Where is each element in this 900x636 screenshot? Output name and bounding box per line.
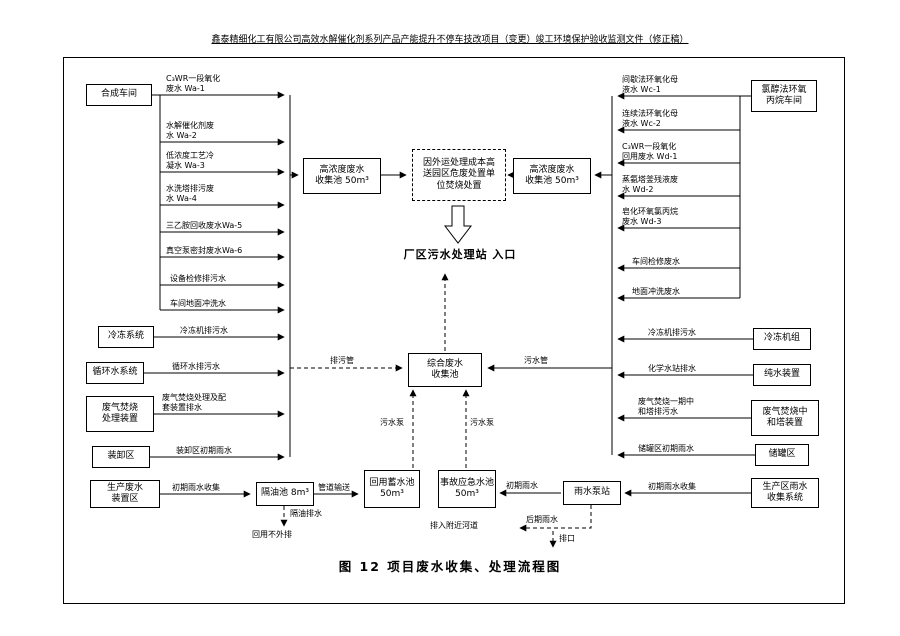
stream-label: 水洗塔排污废 水 Wa-4	[166, 184, 214, 204]
box-tank-farm: 储罐区	[755, 444, 809, 466]
box-high-conc-pool-right: 高浓度废水 收集池 50m³	[513, 158, 591, 194]
page-border	[63, 57, 845, 604]
box-high-conc-pool-left: 高浓度废水 收集池 50m³	[303, 158, 381, 194]
box-production-area: 生产废水 装置区	[90, 480, 160, 508]
pipe-label: 污水泵	[380, 418, 404, 427]
stream-label: 装卸区初期雨水	[176, 446, 232, 455]
stream-label: 回用不外排	[252, 530, 292, 539]
stream-label: 废气焚烧一期中 和塔排污水	[638, 397, 694, 417]
box-offsite-disposal-note: 因外运处理成本高 送园区危废处置单 位焚烧处置	[412, 149, 506, 201]
stream-label: 循环水排污水	[172, 362, 220, 371]
stream-label: 初期雨水收集	[172, 483, 220, 492]
stream-label: 皂化环氧氯丙烷 废水 Wd-3	[622, 207, 678, 227]
stream-label: 初期雨水	[506, 481, 538, 490]
box-rain-collection-system: 生产区雨水 收集系统	[751, 478, 819, 508]
stream-label: C₃WR一段氧化 回用废水 Wd-1	[622, 142, 678, 162]
stream-label: C₃WR一段氧化 废水 Wa-1	[166, 74, 221, 94]
box-reuse-pool: 回用蓄水池 50m³	[364, 470, 420, 508]
stream-label: 真空泵密封废水Wa-6	[166, 246, 243, 255]
box-epoxy-workshop: 氯醇法环氧 丙烷车间	[751, 80, 817, 112]
stream-label: 地面冲洗废水	[632, 287, 680, 296]
stream-label: 三乙胺回收废水Wa-5	[166, 221, 243, 230]
figure-title: 图 12 项目废水收集、处理流程图	[338, 559, 562, 574]
document-header: 鑫泰精细化工有限公司高效水解催化剂系列产品产能提升不停车技改项目（变更）竣工环境…	[0, 32, 900, 45]
stream-label: 排入附近河道	[430, 521, 478, 530]
box-synthesis-workshop: 合成车间	[86, 84, 152, 106]
stream-label: 后期雨水	[526, 515, 558, 524]
stream-label: 连续法环氧化母 液水 Wc-2	[622, 109, 678, 129]
document-header-text: 鑫泰精细化工有限公司高效水解催化剂系列产品产能提升不停车技改项目（变更）竣工环境…	[211, 35, 689, 45]
stream-label: 排口	[559, 534, 575, 543]
stream-label: 隔油排水	[290, 509, 322, 518]
stream-label: 初期雨水收集	[648, 482, 696, 491]
stream-label: 车间检修废水	[632, 257, 680, 266]
box-pure-water-unit: 纯水装置	[753, 364, 811, 386]
box-chiller-unit: 冷冻机组	[753, 328, 811, 350]
box-flue-gas-incinerator: 废气焚烧 处理装置	[86, 396, 154, 432]
stream-label: 蒸氨塔釜残液废 水 Wd-2	[622, 175, 678, 195]
box-comprehensive-pool: 综合废水 收集池	[408, 353, 482, 387]
stream-label: 储罐区初期雨水	[638, 444, 694, 453]
box-circulating-water-system: 循环水系统	[86, 362, 144, 384]
box-oil-separator: 隔油池 8m³	[256, 482, 314, 506]
stream-label: 管道输送	[318, 483, 350, 492]
box-emergency-pool: 事故应急水池 50m³	[438, 470, 496, 508]
stream-label: 化学水站排水	[648, 364, 696, 373]
box-loading-area: 装卸区	[92, 446, 150, 468]
sewage-station-entrance-label: 厂区污水处理站 入口	[403, 248, 517, 261]
box-scrubber-tower-unit: 废气焚烧中 和塔装置	[751, 400, 819, 436]
stream-label: 冷冻机排污水	[648, 328, 696, 337]
pipe-label: 排污管	[330, 356, 354, 365]
stream-label: 间歇法环氧化母 液水 Wc-1	[622, 75, 678, 95]
stream-label: 水解催化剂废 水 Wa-2	[166, 121, 214, 141]
down-arrow-icon	[443, 205, 473, 244]
stream-label: 冷冻机排污水	[180, 326, 228, 335]
stream-label: 低浓度工艺冷 凝水 Wa-3	[166, 151, 214, 171]
stream-label: 车间地面冲洗水	[170, 299, 226, 308]
box-rain-pump-station: 雨水泵站	[563, 481, 621, 505]
pipe-label: 污水管	[524, 356, 548, 365]
box-refrigeration-system: 冷冻系统	[98, 326, 154, 348]
pipe-label: 污水泵	[470, 418, 494, 427]
stream-label: 设备检修排污水	[170, 274, 226, 283]
stream-label: 废气焚烧处理及配 套装置排水	[162, 393, 226, 413]
